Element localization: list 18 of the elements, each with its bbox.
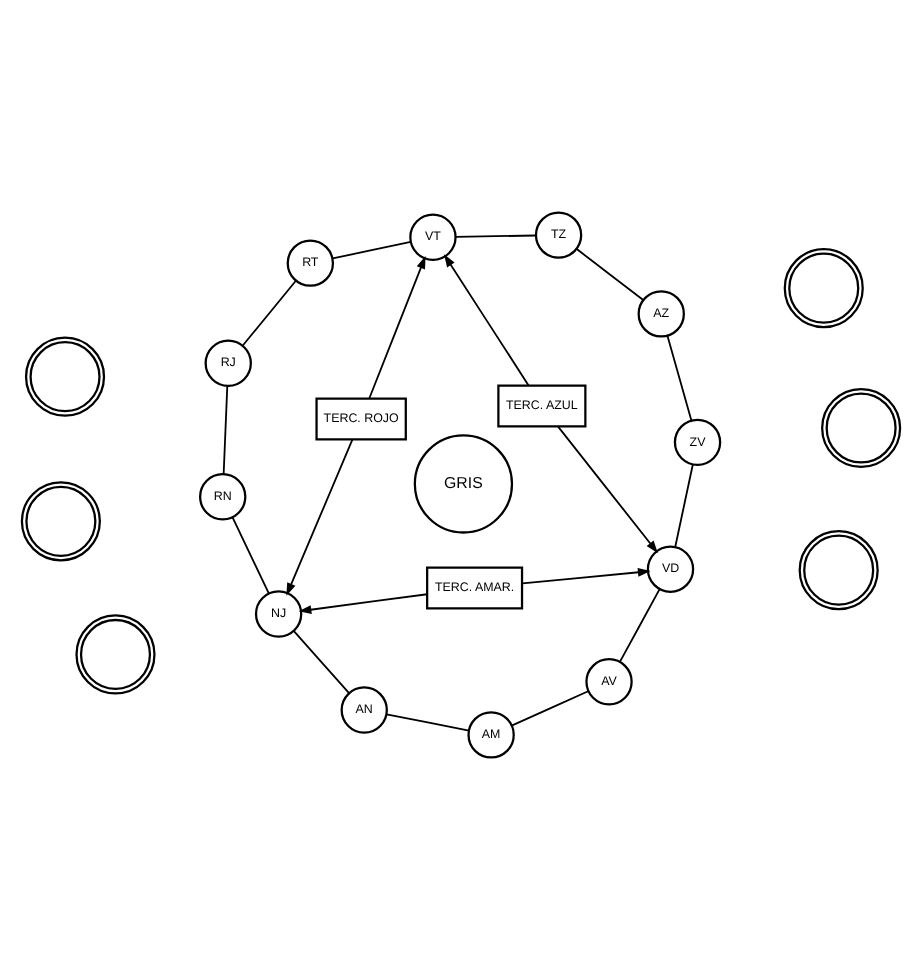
connector — [455, 234, 537, 238]
arrow — [521, 567, 651, 585]
connector — [241, 280, 297, 347]
connector — [666, 334, 693, 422]
connector — [385, 713, 470, 732]
arrow — [557, 425, 658, 554]
connector — [231, 516, 270, 595]
arrow — [368, 256, 426, 400]
arrow — [298, 593, 429, 615]
connector — [511, 690, 590, 727]
connector — [619, 588, 661, 663]
arrow — [286, 438, 354, 596]
connector — [222, 385, 229, 475]
connector — [293, 630, 350, 694]
connector — [331, 241, 412, 260]
arrow — [443, 254, 530, 387]
connector — [674, 463, 694, 548]
connector — [575, 248, 644, 301]
